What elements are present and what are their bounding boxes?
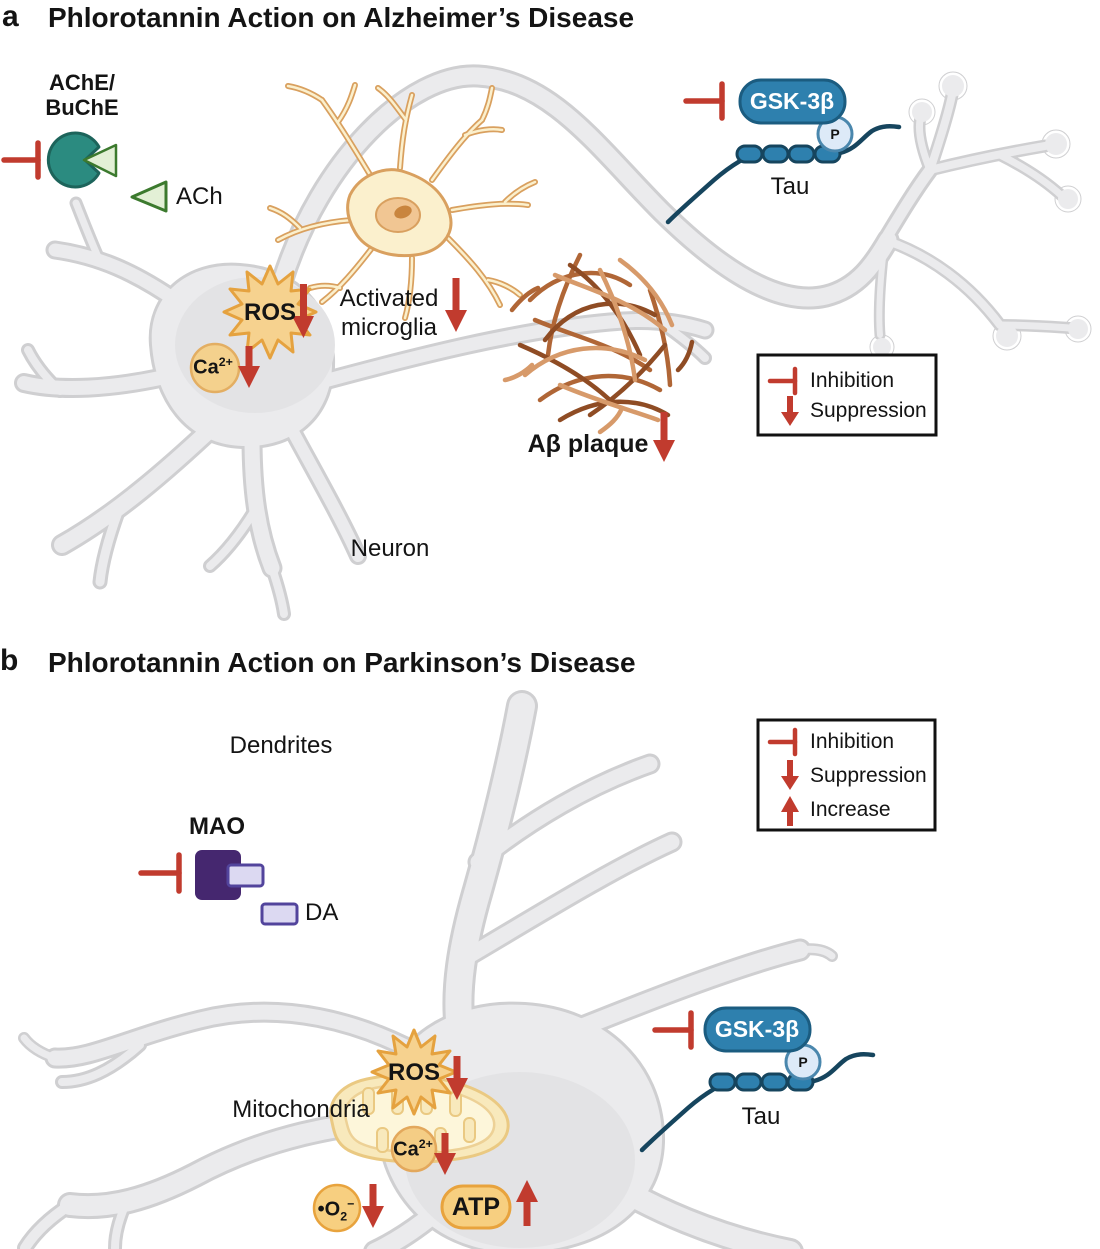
tau-chain-b	[639, 1051, 876, 1153]
suppression-arrow-microglia	[445, 278, 467, 332]
abeta-label: Aβ plaque	[527, 430, 649, 458]
microglia-label-line2: microglia	[340, 314, 438, 342]
panel-b-title: Phlorotannin Action on Parkinson’s Disea…	[48, 647, 636, 678]
ca-circle-b	[390, 1125, 438, 1173]
tau-label-b: Tau	[741, 1103, 781, 1130]
inhibition-tbar-gsk-b	[652, 1010, 694, 1050]
da-molecule-icon	[260, 902, 299, 926]
suppression-arrow-superoxide	[362, 1184, 384, 1228]
ache-buche-enzyme-icon	[46, 131, 118, 189]
enzyme-label-line1: AChE/	[48, 70, 115, 95]
atp-pill	[440, 1184, 512, 1230]
ca-sup-a: 2+	[218, 355, 233, 369]
superoxide-base: •O	[317, 1198, 341, 1221]
legend-a	[756, 353, 938, 437]
suppression-arrow-ca-a	[238, 346, 260, 388]
abeta-plaque	[502, 252, 695, 435]
gsk3b-pill-a	[738, 78, 847, 125]
ach-label: ACh	[176, 183, 223, 210]
p-label-b: P	[798, 1054, 808, 1070]
inhibition-tbar-ache	[1, 140, 41, 180]
inhibition-tbar-icon	[767, 366, 798, 396]
gsk-label-a: GSK-3β	[749, 88, 835, 114]
legend-b-suppression: Suppression	[810, 764, 927, 787]
ca-sup-b: 2+	[418, 1137, 433, 1151]
mao-label: MAO	[189, 813, 245, 840]
panel-b-index: b	[0, 644, 19, 677]
suppression-arrow-ca-b	[434, 1133, 456, 1175]
neuron-a	[14, 64, 1092, 621]
inhibition-tbar-mao	[138, 852, 182, 894]
da-docked-molecule-icon	[226, 863, 265, 888]
ca-label-a: Ca2+	[193, 355, 233, 380]
suppression-arrow-abeta	[653, 412, 675, 462]
ach-triangle-icon	[130, 180, 168, 213]
ros-label-a: ROS	[243, 299, 297, 326]
increase-arrow-atp	[516, 1180, 538, 1226]
increase-arrow-icon	[781, 796, 799, 826]
microglia-label: Activated microglia	[340, 284, 439, 343]
mitochondrion	[329, 1073, 510, 1164]
inhibition-tbar-gsk-a	[683, 81, 725, 121]
legend-b-increase: Increase	[810, 798, 891, 821]
ros-star-b	[370, 1028, 458, 1116]
ros-label-b: ROS	[387, 1059, 441, 1086]
gsk3b-pill-b	[703, 1006, 812, 1053]
mao-enzyme-icon	[195, 850, 265, 900]
da-label: DA	[305, 899, 339, 926]
legend-a-suppression: Suppression	[810, 399, 927, 422]
tau-chain-a	[665, 123, 902, 225]
microglia-label-line1: Activated	[339, 285, 439, 312]
microglia-nucleolus	[394, 205, 412, 219]
panel-a-title: Phlorotannin Action on Alzheimer’s Disea…	[48, 2, 635, 33]
suppression-arrow-icon	[781, 396, 799, 426]
superoxide-sub: 2	[340, 1209, 348, 1224]
neuron-label: Neuron	[350, 535, 430, 562]
legend-b-inhibition: Inhibition	[810, 730, 895, 753]
mitochondria-label: Mitochondria	[232, 1096, 370, 1123]
inhibition-tbar-icon	[767, 727, 798, 757]
activated-microglia-cell	[267, 82, 538, 321]
ca-base-b: Ca	[393, 1138, 419, 1161]
panel-a-index: a	[2, 0, 19, 33]
dendrites-label: Dendrites	[229, 732, 333, 759]
ca-base-a: Ca	[193, 356, 219, 379]
ach-in-enzyme-triangle-icon	[82, 143, 118, 178]
tau-label-a: Tau	[770, 173, 810, 200]
atp-label: ATP	[451, 1193, 501, 1221]
ros-star-a	[222, 264, 318, 360]
suppression-arrow-icon	[781, 760, 799, 790]
superoxide-circle	[312, 1183, 362, 1233]
suppression-arrow-ros-b	[446, 1056, 468, 1100]
superoxide-label: •O2−	[318, 1197, 355, 1224]
enzyme-label-line2: BuChE	[45, 95, 119, 121]
legend-a-inhibition: Inhibition	[810, 369, 895, 392]
gsk-label-b: GSK-3β	[714, 1016, 800, 1042]
suppression-arrow-ros-a	[292, 284, 314, 338]
superoxide-sup: −	[347, 1197, 355, 1211]
legend-b	[756, 718, 937, 832]
enzyme-label: AChE/ BuChE	[45, 70, 118, 121]
ca-label-b: Ca2+	[393, 1137, 433, 1162]
p-label-a: P	[830, 126, 840, 142]
